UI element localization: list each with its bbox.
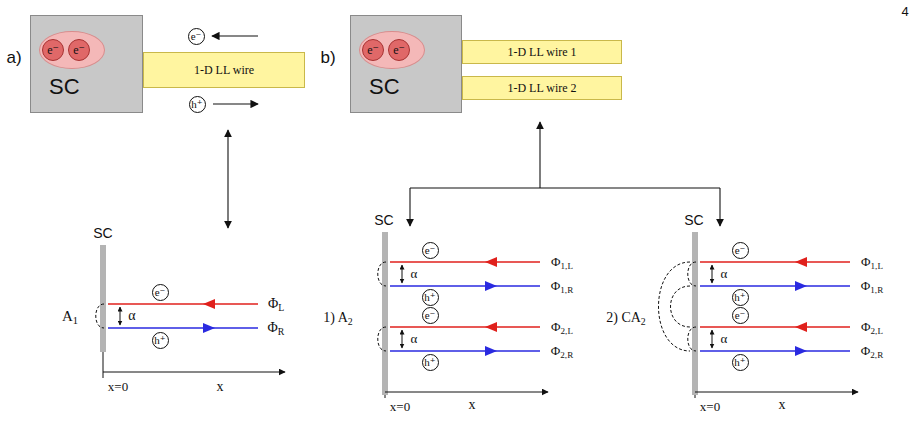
particle-label: e⁻ [425, 310, 436, 321]
particle-label: e⁻ [367, 44, 379, 56]
particle-label: h⁺ [424, 292, 435, 303]
figure-label: Φ1,L [861, 255, 883, 269]
particle-label: h⁺ [154, 335, 165, 346]
equivalence-arrow [227, 130, 228, 228]
figure-label: SC [374, 213, 393, 228]
figure-label: Φ1,R [551, 279, 573, 293]
branch-arrow [719, 188, 720, 226]
channel-pair [378, 257, 540, 291]
figure-label: b) [320, 49, 335, 68]
particle-circle: e⁻ [188, 28, 205, 45]
particle-label: h⁺ [734, 357, 745, 368]
hole-arrow [213, 103, 258, 104]
figure-label: x [469, 397, 476, 412]
ll-wire-band: 1-D LL wire 1 [462, 40, 622, 64]
figure-label: ΦL [268, 296, 284, 311]
crossed-andreev-curve [659, 262, 691, 351]
channel-pair [378, 322, 540, 356]
figure-label: ΦR [268, 320, 285, 335]
figure-label: α [721, 267, 728, 281]
particle-label: h⁺ [424, 357, 435, 368]
figure-label: SC [93, 226, 112, 241]
particle-label: e⁻ [47, 44, 59, 56]
particle-label: e⁻ [73, 44, 85, 56]
figure-label: Φ2,R [861, 344, 883, 358]
superconductor-box: SC e⁻ e⁻ [30, 15, 143, 113]
origin-tick [385, 395, 386, 398]
sc-interface-bar [100, 245, 106, 352]
branch-arrow [539, 122, 540, 188]
wire-label: 1-D LL wire [194, 63, 254, 78]
particle-circle: e⁻ [422, 242, 439, 259]
particle-circle: h⁺ [422, 289, 439, 306]
origin-tick [103, 352, 104, 378]
figure-label: 2) CA2 [606, 310, 646, 325]
page-number: 4 [901, 5, 908, 19]
cooper-electron: e⁻ [388, 39, 410, 61]
channel-pair [688, 257, 850, 291]
figure-label: Φ1,L [551, 255, 573, 269]
figure-label: α [411, 267, 418, 281]
x-axis [695, 392, 858, 393]
figure-label: 1) A2 [323, 310, 352, 325]
sc-interface-bar [692, 232, 698, 395]
x-axis [385, 392, 548, 393]
figure-label: a) [6, 49, 21, 68]
figure-label: SC [684, 213, 703, 228]
particle-circle: e⁻ [152, 284, 169, 301]
figure-label: α [721, 332, 728, 346]
figure-label: A1 [62, 308, 78, 325]
figure-label: α [411, 332, 418, 346]
electron-arrow [212, 35, 258, 36]
x-axis [103, 372, 285, 373]
channel-pair [688, 322, 850, 356]
branch-line [410, 187, 720, 188]
particle-label: e⁻ [155, 287, 166, 298]
figure-label: x=0 [390, 400, 410, 414]
particle-circle: h⁺ [732, 289, 749, 306]
figure-label: x [217, 379, 224, 394]
origin-tick [695, 395, 696, 398]
cooper-electron: e⁻ [42, 39, 64, 61]
particle-label: e⁻ [393, 44, 405, 56]
particle-label: e⁻ [735, 245, 746, 256]
particle-label: e⁻ [191, 31, 202, 42]
sc-label: SC [49, 74, 80, 100]
branch-arrow [409, 188, 410, 226]
figure-label: Φ1,R [861, 279, 883, 293]
figure-label: x [779, 397, 786, 412]
particle-circle: e⁻ [732, 242, 749, 259]
crossed-andreev-curve [671, 286, 691, 327]
ll-wire-band: 1-D LL wire 2 [462, 76, 622, 100]
particle-circle: h⁺ [732, 354, 749, 371]
figure-label: x=0 [700, 400, 720, 414]
particle-circle: h⁺ [189, 96, 206, 113]
cooper-electron: e⁻ [362, 39, 384, 61]
particle-circle: h⁺ [152, 332, 169, 349]
figure-label: Φ2,R [551, 344, 573, 358]
cooper-electron: e⁻ [68, 39, 90, 61]
particle-circle: e⁻ [732, 307, 749, 324]
particle-label: h⁺ [191, 99, 202, 110]
particle-label: e⁻ [735, 310, 746, 321]
wire-label: 1-D LL wire 2 [507, 81, 576, 96]
ll-wire-band: 1-D LL wire [143, 52, 305, 88]
particle-circle: h⁺ [422, 354, 439, 371]
particle-label: h⁺ [734, 292, 745, 303]
figure-label: x=0 [108, 380, 128, 394]
channel-pair [96, 299, 258, 333]
figure-label: Φ2,L [551, 320, 573, 334]
sc-interface-bar [382, 232, 388, 395]
particle-label: e⁻ [425, 245, 436, 256]
wire-label: 1-D LL wire 1 [507, 45, 576, 60]
superconductor-box: SC e⁻ e⁻ [350, 15, 462, 113]
figure-label: α [128, 308, 135, 323]
figure-label: Φ2,L [861, 320, 883, 334]
sc-label: SC [369, 74, 400, 100]
particle-circle: e⁻ [422, 307, 439, 324]
